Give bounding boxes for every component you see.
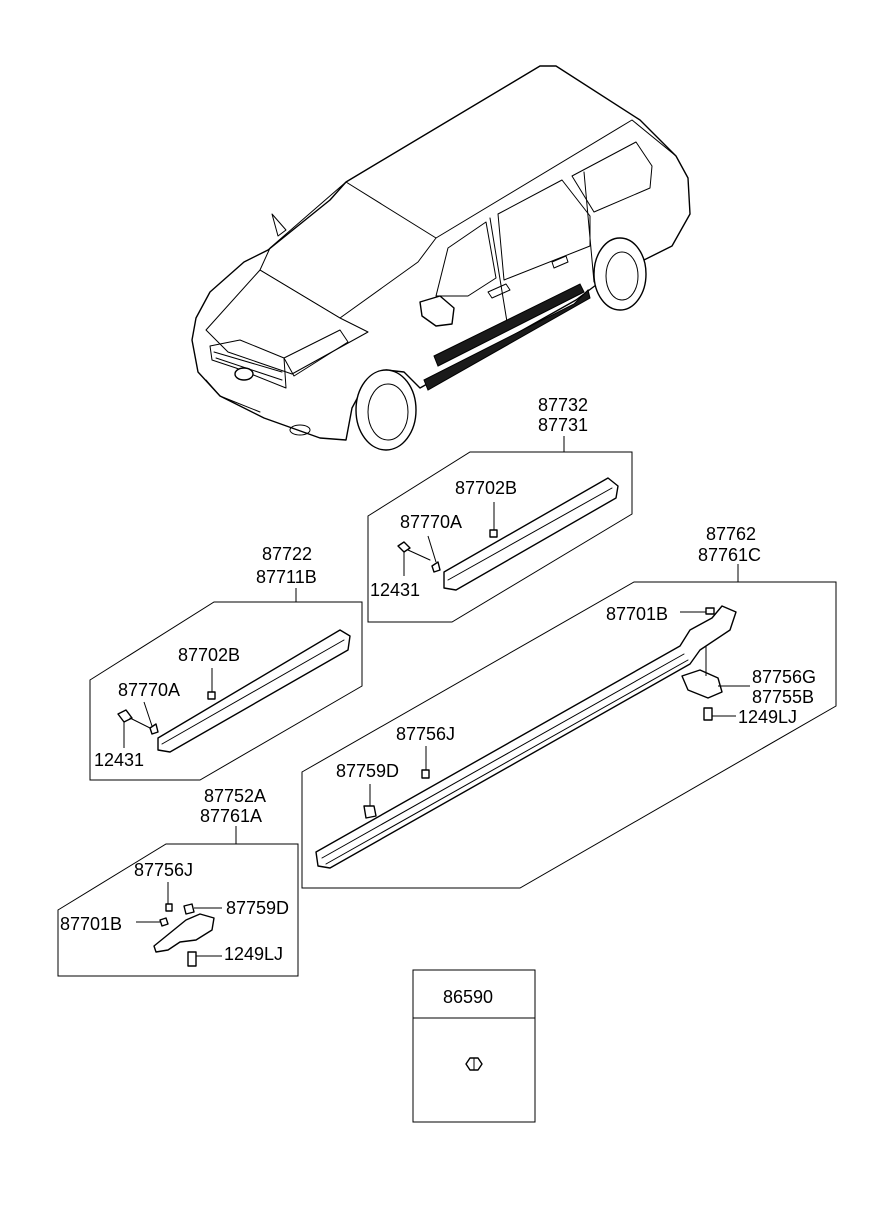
part-number-87762: 87762 (706, 524, 756, 544)
part-number-87701b-front: 87701B (60, 914, 122, 934)
clip-icon (489, 529, 498, 538)
part-number-87722: 87722 (262, 544, 312, 564)
screw-icon (397, 541, 411, 553)
part-number-12431: 12431 (370, 580, 420, 600)
clip-icon (165, 903, 173, 912)
part-number-87755b: 87755B (752, 687, 814, 707)
callout-front-door-molding: 87722 87711B 87702B 87770A 12431 (89, 544, 363, 781)
part-number-87702b: 87702B (455, 478, 517, 498)
part-number-87756j-front: 87756J (134, 860, 193, 880)
fastener-box: 86590 (412, 969, 536, 1123)
part-number-87770a-door: 87770A (118, 680, 180, 700)
clip-icon (421, 769, 430, 779)
screw-icon (705, 607, 715, 615)
part-number-87752a: 87752A (204, 786, 266, 806)
callout-side-sill: 87762 87761C 87701B 87756G 87755B 1249LJ… (301, 524, 837, 889)
part-number-87770a: 87770A (400, 512, 462, 532)
part-number-87756j: 87756J (396, 724, 455, 744)
bolt-icon (703, 707, 713, 721)
bolt-icon (187, 951, 197, 967)
part-number-1249lj-front: 1249LJ (224, 944, 283, 964)
front-end-bracket (153, 913, 215, 953)
part-number-86590: 86590 (443, 987, 493, 1007)
part-number-87761a: 87761A (200, 806, 262, 826)
pin-icon (431, 561, 441, 573)
callout-front-end: 87752A 87761A 87756J 87701B 87759D 1249L… (57, 786, 299, 977)
callout-upper-molding: 87732 87731 87702B 87770A 12431 (367, 395, 633, 623)
screw-icon (159, 917, 169, 927)
pin-icon (149, 723, 159, 735)
part-number-87732: 87732 (538, 395, 588, 415)
part-number-87711b: 87711B (256, 567, 317, 587)
screw-icon (117, 709, 133, 723)
vehicle-illustration (191, 65, 691, 451)
side-sill-strip (315, 605, 737, 869)
part-number-87756g: 87756G (752, 667, 816, 687)
part-number-87731: 87731 (538, 415, 588, 435)
clip-icon (207, 691, 216, 700)
bracket-icon (681, 669, 723, 699)
part-number-87701b: 87701B (606, 604, 668, 624)
part-number-87761c: 87761C (698, 545, 761, 565)
part-number-87702b-door: 87702B (178, 645, 240, 665)
clip-d-icon (363, 805, 377, 819)
part-number-87759d-front: 87759D (226, 898, 289, 918)
part-number-1249lj: 1249LJ (738, 707, 797, 727)
part-number-87759d: 87759D (336, 761, 399, 781)
part-number-12431-door: 12431 (94, 750, 144, 770)
clip-d-icon (183, 903, 195, 915)
